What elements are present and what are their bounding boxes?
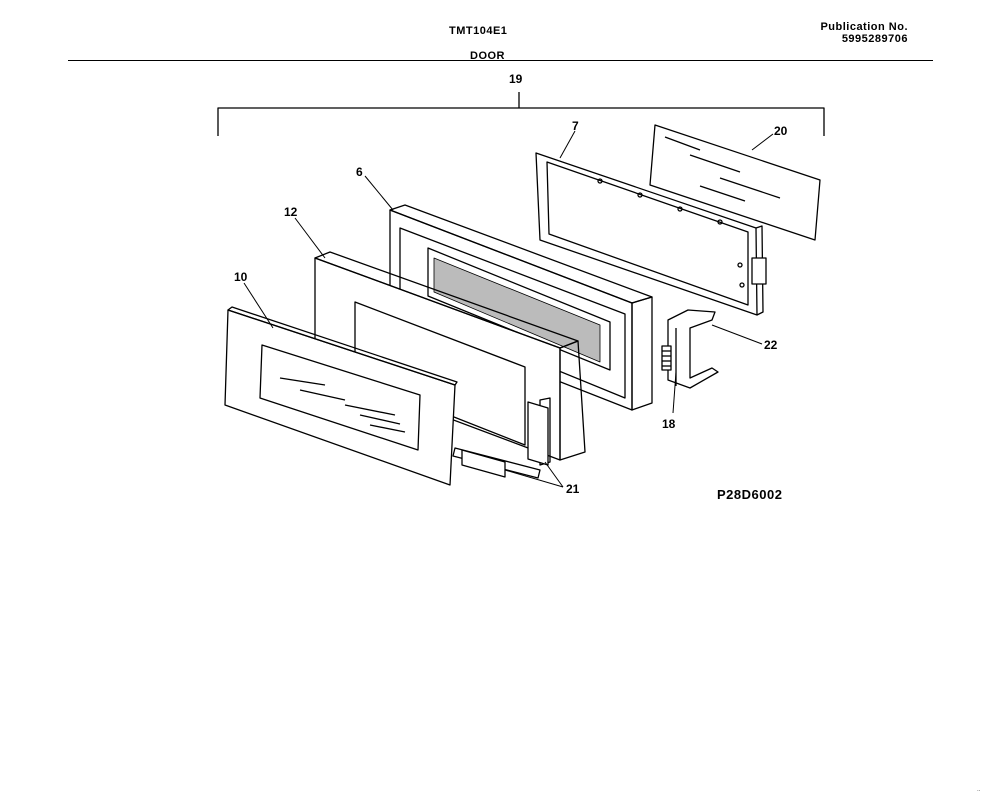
part-7-seal-frame — [535, 152, 767, 316]
publication-number: 5995289706 — [841, 33, 908, 45]
model-number: TMT104E1 — [449, 25, 508, 37]
leader-lines — [243, 130, 774, 488]
callout-21: 21 — [566, 482, 580, 496]
callout-12: 12 — [284, 205, 298, 219]
part-10-outer-door — [224, 306, 458, 486]
part-12-door-frame — [314, 251, 586, 466]
assembly-bracket-19 — [217, 92, 825, 136]
callout-18: 18 — [662, 417, 676, 431]
publication-label: Publication No. — [820, 21, 908, 33]
callout-20: 20 — [774, 124, 788, 138]
callout-6: 6 — [356, 165, 363, 179]
part-21-trim-strips — [452, 401, 549, 479]
part-20-glass-panel — [649, 124, 821, 241]
callout-22: 22 — [764, 338, 778, 352]
section-title: DOOR — [470, 50, 505, 62]
diagram-code: P28D6002 — [717, 487, 782, 502]
callout-10: 10 — [234, 270, 248, 284]
callout-7: 7 — [572, 119, 579, 133]
callout-19: 19 — [509, 72, 523, 86]
corner-mark: ¨ — [977, 789, 980, 798]
part-18-spring — [661, 345, 672, 371]
part-6-inner-panel — [389, 204, 653, 411]
header-rule — [68, 60, 933, 61]
